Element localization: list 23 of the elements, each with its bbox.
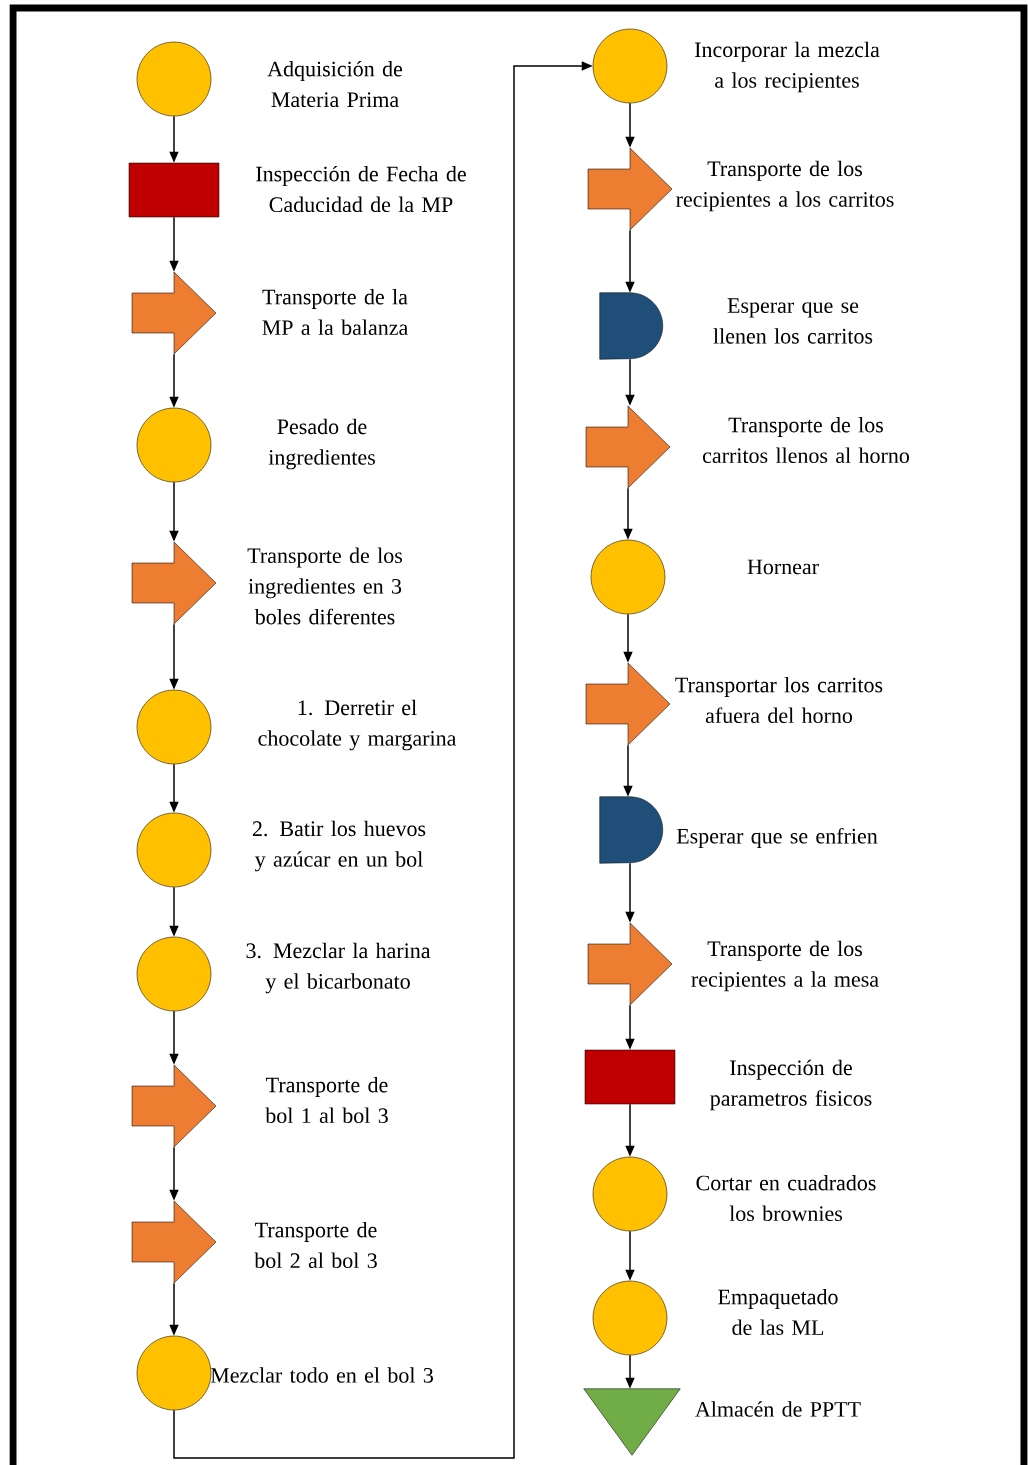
step-label: Empaquetado de las ML xyxy=(718,1288,838,1336)
step-label: Esperar que se enfrien xyxy=(676,827,878,849)
step-label: Inspección de parametros fisicos xyxy=(710,1059,872,1111)
step-label: Inspección de Fecha de Caducidad de la MP xyxy=(256,165,466,213)
step-label: Cortar en cuadrados los brownies xyxy=(696,1174,876,1222)
step-label: Transportar los carritos afuera del horno xyxy=(675,676,883,724)
step-label: Transporte de los recipientes a los carritos xyxy=(676,160,894,212)
step-label: Transporte de los ingredientes en 3 boles diferentes xyxy=(247,547,402,625)
step-label: Mezclar todo en el bol 3 xyxy=(210,1367,433,1383)
step-label: 2. Batir los huevos y azúcar en un bol xyxy=(252,820,426,872)
step-label: 1. Derretir el chocolate y margarina xyxy=(258,699,457,751)
step-label: Transporte de los carritos llenos al horno xyxy=(702,416,909,464)
step-label: Transporte de los recipientes a la mesa xyxy=(691,940,879,992)
step-label: 3. Mezclar la harina y el bicarbonato xyxy=(246,942,431,994)
step-label: Almacén de PPTT xyxy=(695,1401,861,1417)
step-label: Transporte de bol 1 al bol 3 xyxy=(265,1076,388,1124)
step-label: Hornear xyxy=(747,559,819,575)
step-label: Pesado de ingredientes xyxy=(268,418,375,470)
step-label: Incorporar la mezcla a los recipientes xyxy=(694,41,880,93)
step-label: Transporte de bol 2 al bol 3 xyxy=(254,1221,377,1269)
step-label: Transporte de la MP a la balanza xyxy=(262,288,408,336)
step-label: Esperar que se llenen los carritos xyxy=(713,298,873,344)
step-label: Adquisición de Materia Prima xyxy=(267,60,403,108)
